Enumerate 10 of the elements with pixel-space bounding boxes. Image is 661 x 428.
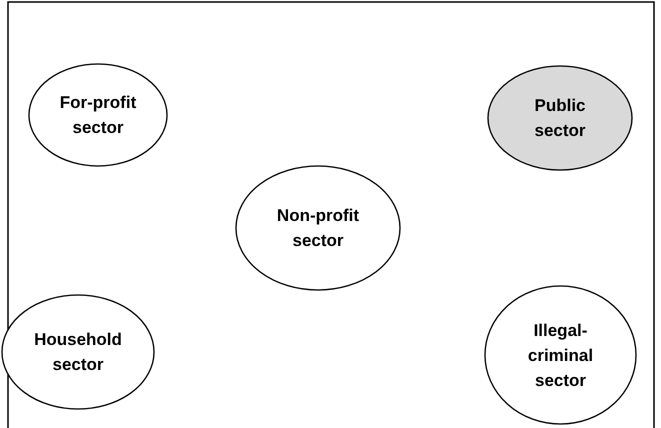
sector-ellipse [1, 294, 155, 410]
sector-ellipse [235, 165, 401, 291]
sector-label: Public sector [533, 95, 587, 142]
sector-label: Illegal-criminal sector [526, 320, 594, 392]
sector-ellipse [28, 63, 168, 167]
sector-label: Non-profit sector [276, 205, 360, 252]
sector-ellipse [487, 65, 633, 171]
sector-ellipse [484, 285, 637, 425]
sector-label: Household sector [33, 329, 123, 376]
sector-label: For-profit sector [58, 92, 138, 139]
